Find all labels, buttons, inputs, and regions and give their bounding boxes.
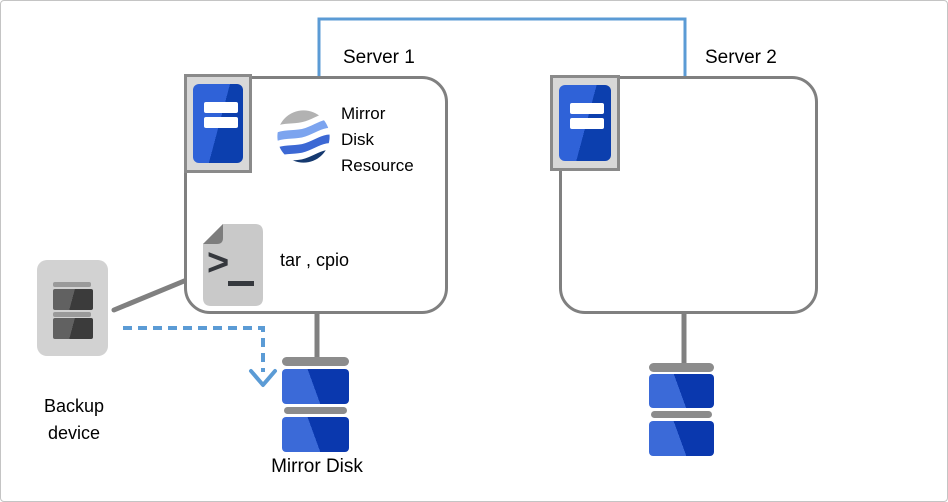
server-icon [184, 74, 252, 173]
tape-cartridge [53, 318, 93, 339]
disk-platter [649, 374, 714, 408]
disk-cap [282, 357, 349, 366]
disk-divider [284, 407, 347, 414]
disk-platter [282, 417, 349, 452]
mirror-disk-icon [282, 357, 349, 453]
tape-cartridge [53, 289, 93, 310]
backup-device-connector-line [111, 276, 192, 313]
server-interconnect-line [317, 17, 687, 79]
svg-text:>: > [207, 242, 229, 284]
server-slot [204, 117, 238, 128]
server-slot [570, 118, 604, 129]
disk-icon [649, 363, 714, 459]
disk-cap [649, 363, 714, 372]
backup-tools-label: tar , cpio [280, 250, 350, 270]
disk-platter [282, 369, 349, 404]
server2-label: Server 2 [705, 47, 777, 68]
backup-device-label: Backup device [43, 396, 105, 443]
server2-box [559, 76, 818, 314]
tape-slot-bar [53, 312, 91, 317]
backup-dashed-arrow-line [123, 326, 265, 372]
mirror-disk-label: Mirror Disk [271, 456, 363, 477]
server-slot [570, 103, 604, 114]
mirror-disk-resource-icon [277, 110, 330, 163]
backup-dashed-arrowhead [249, 369, 277, 387]
server-icon [550, 75, 620, 171]
server1-label: Server 1 [343, 47, 415, 68]
server-tower [559, 85, 611, 161]
disk-platter [649, 421, 714, 456]
server-tower [193, 84, 243, 163]
server-slot [204, 102, 238, 113]
terminal-file-icon: > [203, 224, 263, 306]
tape-slot-bar [53, 282, 91, 287]
disk-divider [651, 411, 712, 418]
mirror-disk-resource-label: Mirror Disk Resource [341, 104, 414, 175]
backup-device-icon [37, 260, 108, 356]
